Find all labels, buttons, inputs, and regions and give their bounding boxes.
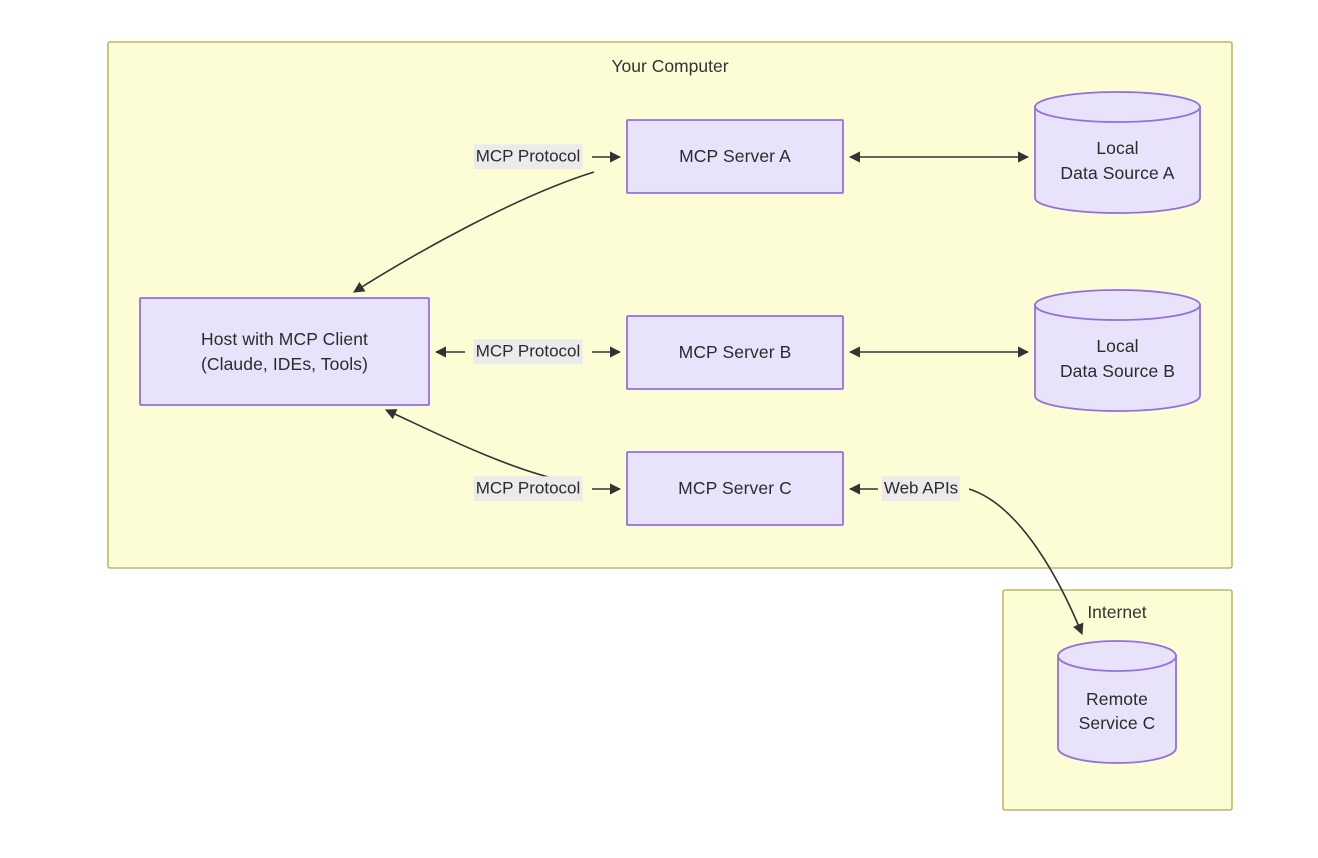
edge-server-c-to-host [384, 409, 561, 481]
node-mcp-server-c[interactable] [626, 451, 844, 526]
cluster-your-computer [107, 41, 1233, 569]
edge-web-apis-to-remote-service-c [968, 488, 1084, 636]
edge-label-mcp-protocol-a: MCP Protocol [473, 144, 583, 170]
cluster-title-internet: Internet [1087, 602, 1147, 622]
node-mcp-server-a[interactable] [626, 119, 844, 194]
node-remote-service-c[interactable] [1057, 640, 1177, 764]
edge-server-a-to-host [353, 171, 595, 293]
node-local-data-source-a[interactable] [1034, 91, 1201, 214]
edge-label-mcp-protocol-c: MCP Protocol [473, 476, 583, 502]
node-mcp-server-b[interactable] [626, 315, 844, 390]
cluster-title-your-computer: Your Computer [611, 56, 729, 76]
node-host[interactable] [139, 297, 430, 406]
edge-label-mcp-protocol-b: MCP Protocol [473, 339, 583, 365]
edge-label-web-apis: Web APIs [881, 476, 961, 502]
node-local-data-source-b[interactable] [1034, 289, 1201, 412]
